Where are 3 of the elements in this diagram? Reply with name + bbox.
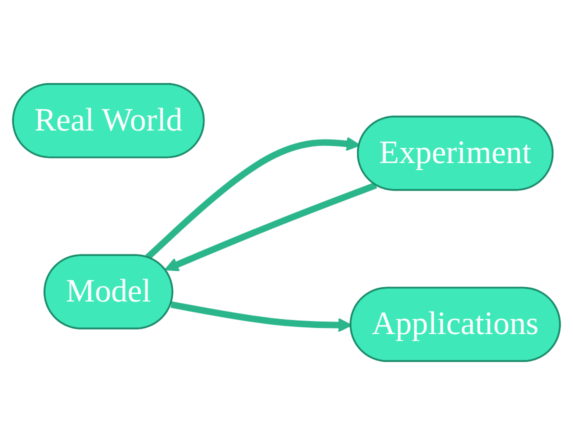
arrow <box>164 182 378 272</box>
arrow <box>170 301 352 332</box>
arrow <box>145 136 360 260</box>
